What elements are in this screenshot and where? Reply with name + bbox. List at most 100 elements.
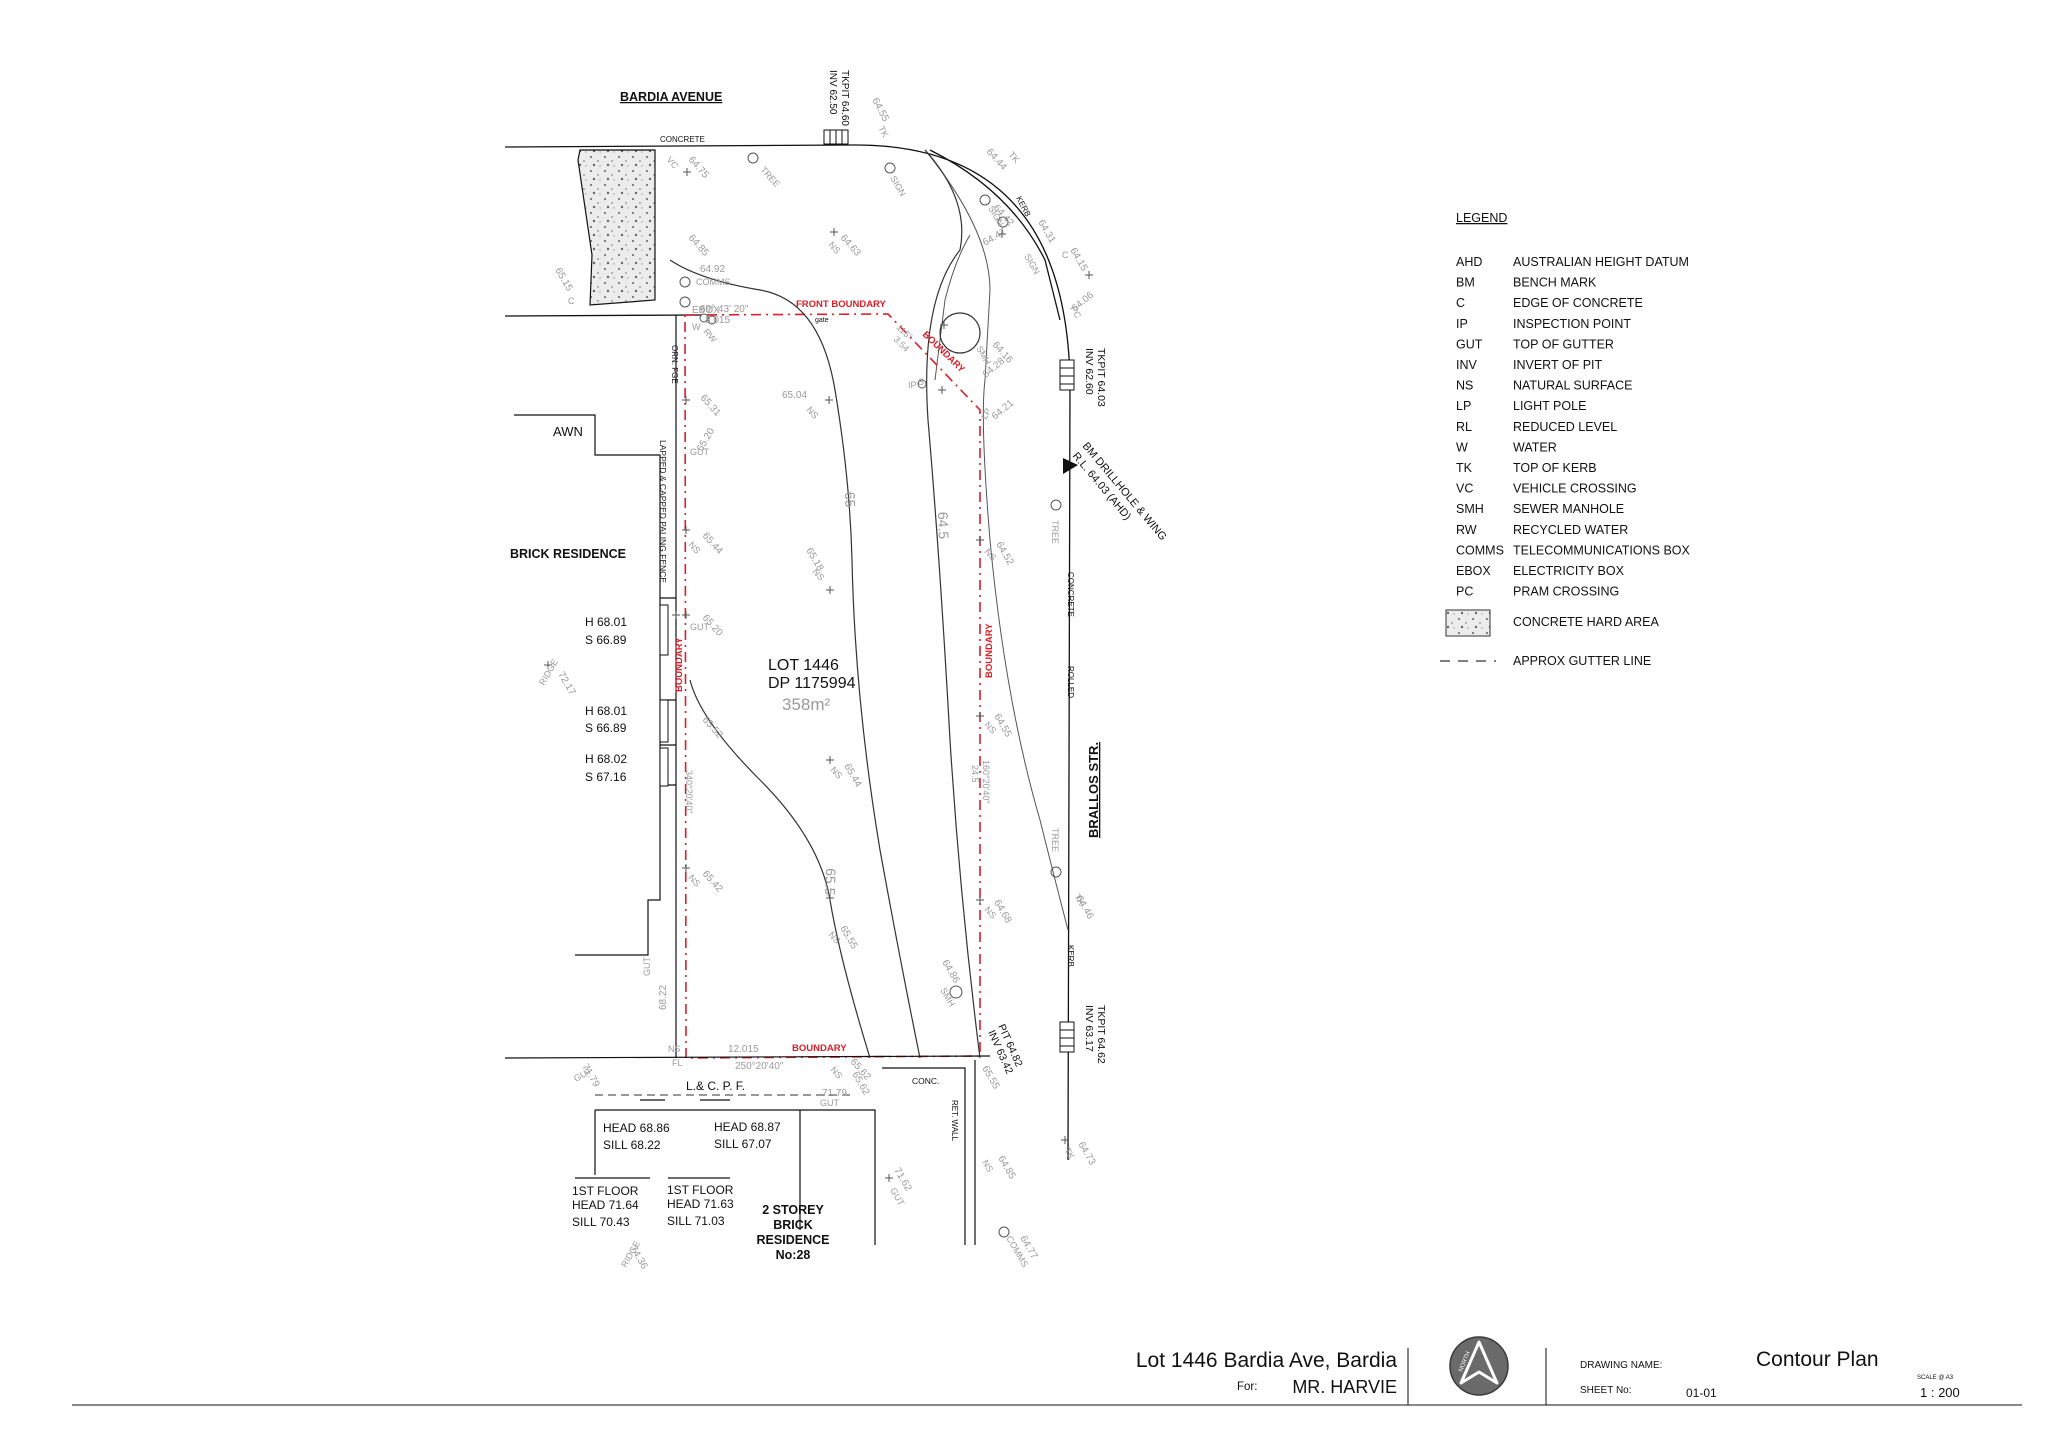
lot-area: 358m²	[782, 695, 831, 714]
lot-number: LOT 1446	[768, 657, 839, 674]
code-tag: NS	[980, 1158, 995, 1174]
code-tag: IP	[908, 380, 917, 390]
street-kerb-lines	[504, 144, 1071, 1161]
legend-concrete-swatch	[1445, 609, 1491, 637]
scale-value: 1 : 200	[1920, 1385, 1960, 1400]
pit-e1-tkpit: TKPIT 64.03	[1095, 348, 1107, 407]
spot-height: 64.44	[984, 147, 1009, 173]
brick-residence-label: BRICK RESIDENCE	[510, 547, 626, 561]
code-tag: TREE	[1050, 520, 1060, 544]
neighbour-fence-lines	[504, 315, 991, 1059]
gate-label: gate	[815, 317, 829, 324]
code-tag: C	[568, 296, 575, 306]
south-window-2-head: HEAD 68.87	[714, 1120, 781, 1134]
spot-height: 64.21	[990, 398, 1017, 423]
spot-height: 64.31	[1035, 218, 1057, 246]
rolled-label: ROLLED	[1066, 666, 1075, 698]
spot-height: 65.04	[782, 390, 807, 401]
benchmark-label-1: BM DRILLHOLE & WING	[1080, 440, 1169, 543]
concrete-hard-area	[577, 149, 656, 306]
pit-top-tkpit: TKPIT 64.60	[839, 70, 850, 126]
window-3-sill: S 67.16	[585, 770, 627, 784]
spot-height: 64.85	[995, 1154, 1017, 1182]
legend-code: W	[1456, 440, 1468, 454]
kerb-label-east: KERB	[1066, 945, 1075, 967]
legend-description: WATER	[1513, 440, 1557, 454]
code-tag: TK	[1007, 150, 1022, 165]
spot-height: 65.55	[979, 1064, 1001, 1092]
legend-description: TOP OF KERB	[1513, 461, 1597, 475]
spot-height-crosses	[544, 168, 1093, 1182]
legend-description: EDGE OF CONCRETE	[1513, 296, 1643, 310]
legend-description: REDUCED LEVEL	[1513, 420, 1617, 434]
spot-height: 65.15	[552, 266, 574, 294]
legend-description: INVERT OF PIT	[1513, 358, 1603, 372]
pit-top-inv: INV 62.50	[827, 70, 838, 115]
legend-code: COMMS	[1456, 543, 1504, 557]
code-tag: RIDGE	[537, 657, 560, 687]
project-title: Lot 1446 Bardia Ave, Bardia	[1136, 1349, 1397, 1372]
scale-label: SCALE @ A3	[1917, 1375, 1954, 1381]
code-tag: SIGN	[1022, 252, 1042, 276]
window-2-head: H 68.01	[585, 704, 627, 718]
window-3-head: H 68.02	[585, 752, 627, 766]
front-boundary-label: FRONT BOUNDARY	[796, 299, 887, 310]
legend-code: TK	[1456, 461, 1473, 475]
spot-height: 65.44	[700, 531, 725, 557]
legend-code: RL	[1456, 420, 1472, 434]
title-block: Lot 1446 Bardia Ave, Bardia For: MR. HAR…	[72, 1336, 2022, 1406]
storey-label-2: BRICK	[773, 1218, 813, 1232]
west-bearing: 340°20'40"	[684, 770, 694, 814]
spot-height: 64.75	[686, 155, 711, 181]
code-tag: GUT	[820, 1098, 840, 1108]
storey-label-3: RESIDENCE	[757, 1233, 830, 1247]
legend-code: EBOX	[1456, 564, 1491, 578]
spot-height: 65.31	[698, 393, 723, 419]
rear-length: 12.015	[728, 1044, 759, 1055]
legend-code: RW	[1456, 523, 1477, 537]
legend-description: SEWER MANHOLE	[1513, 502, 1624, 516]
spot-height: 65.42	[700, 869, 725, 895]
pit-e1-inv: INV 62.60	[1083, 348, 1095, 395]
rear-bearing: 250°20'40"	[735, 1061, 784, 1072]
legend-code: BM	[1456, 276, 1475, 290]
code-tag: TK	[876, 124, 890, 139]
legend-code: VC	[1456, 482, 1473, 496]
legend-description: RECYCLED WATER	[1513, 523, 1628, 537]
code-tag: GUT	[690, 622, 710, 632]
legend-description: TELECOMMUNICATIONS BOX	[1513, 543, 1691, 557]
south-window-1-sill: SILL 68.22	[603, 1138, 661, 1152]
east-boundary-label: BOUNDARY	[984, 623, 995, 678]
window-1-head: H 68.01	[585, 615, 627, 629]
street-name-east: BRALLOS STR.	[1086, 742, 1101, 838]
lcpf-label: L.& C. P. F.	[686, 1079, 745, 1093]
code-tag: NS	[829, 1065, 845, 1081]
concrete-label-north: CONCRETE	[660, 135, 705, 144]
code-tag: GUT	[642, 957, 652, 977]
code-tag: FL	[672, 1058, 683, 1068]
legend-code: SMH	[1456, 502, 1484, 516]
code-tag: EBOX	[692, 305, 720, 316]
legend-description: BENCH MARK	[1513, 276, 1597, 290]
spot-height: 64.85	[686, 233, 711, 259]
first-floor-1-label: 1ST FLOOR	[572, 1184, 639, 1198]
window-1-sill: S 66.89	[585, 633, 627, 647]
code-tag: TREE	[1050, 828, 1060, 852]
legend-gutter-desc: APPROX GUTTER LINE	[1513, 654, 1651, 668]
south-window-1-head: HEAD 68.86	[603, 1121, 670, 1135]
legend-code: LP	[1456, 399, 1471, 413]
lot-dp: DP 1175994	[768, 675, 856, 692]
code-tag: SIGN	[888, 174, 908, 198]
lot-boundary	[684, 313, 981, 1059]
window-2-sill: S 66.89	[585, 721, 627, 735]
conc-label: CONC.	[912, 1076, 939, 1086]
code-tag: NS	[811, 567, 827, 583]
contour-lines	[669, 149, 981, 1059]
benchmark-triangle-icon	[1063, 458, 1078, 474]
legend-description: LIGHT POLE	[1513, 399, 1586, 413]
contour-label-65: 65	[842, 492, 859, 508]
storey-label-4: No:28	[776, 1248, 811, 1262]
